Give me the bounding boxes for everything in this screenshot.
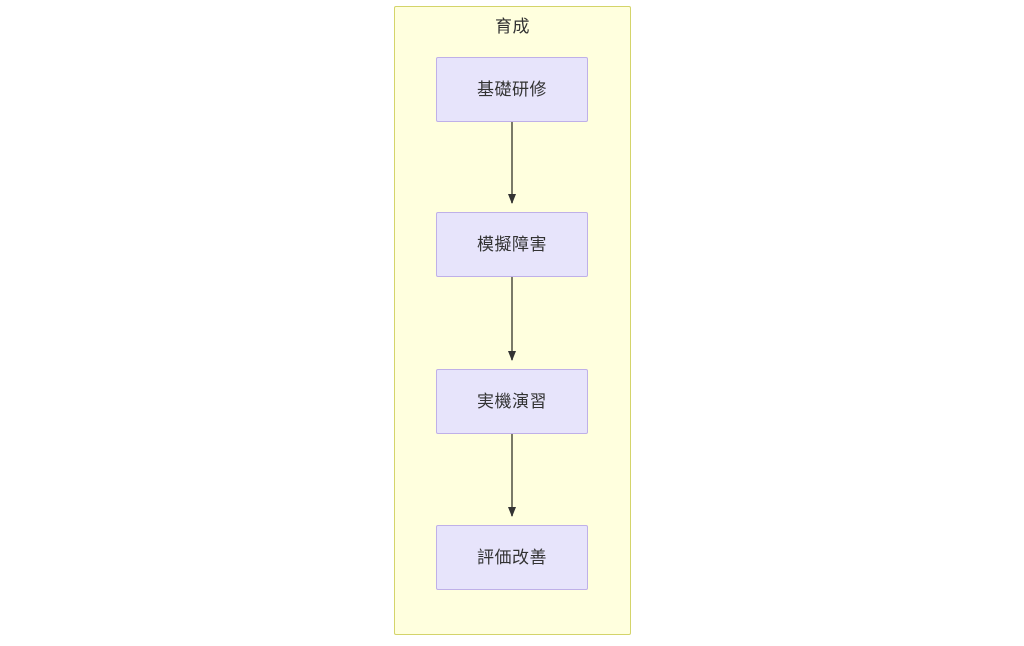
node-label: 基礎研修 [477, 79, 547, 99]
node-jikki-enshu[interactable]: 実機演習 [436, 369, 588, 434]
node-kiso-kenshu[interactable]: 基礎研修 [436, 57, 588, 122]
node-label: 評価改善 [477, 547, 547, 567]
subgraph-title: 育成 [495, 17, 530, 36]
node-label: 模擬障害 [477, 234, 547, 254]
node-label: 実機演習 [477, 391, 547, 411]
node-hyoka-kaizen[interactable]: 評価改善 [436, 525, 588, 590]
node-mogi-shogai[interactable]: 模擬障害 [436, 212, 588, 277]
